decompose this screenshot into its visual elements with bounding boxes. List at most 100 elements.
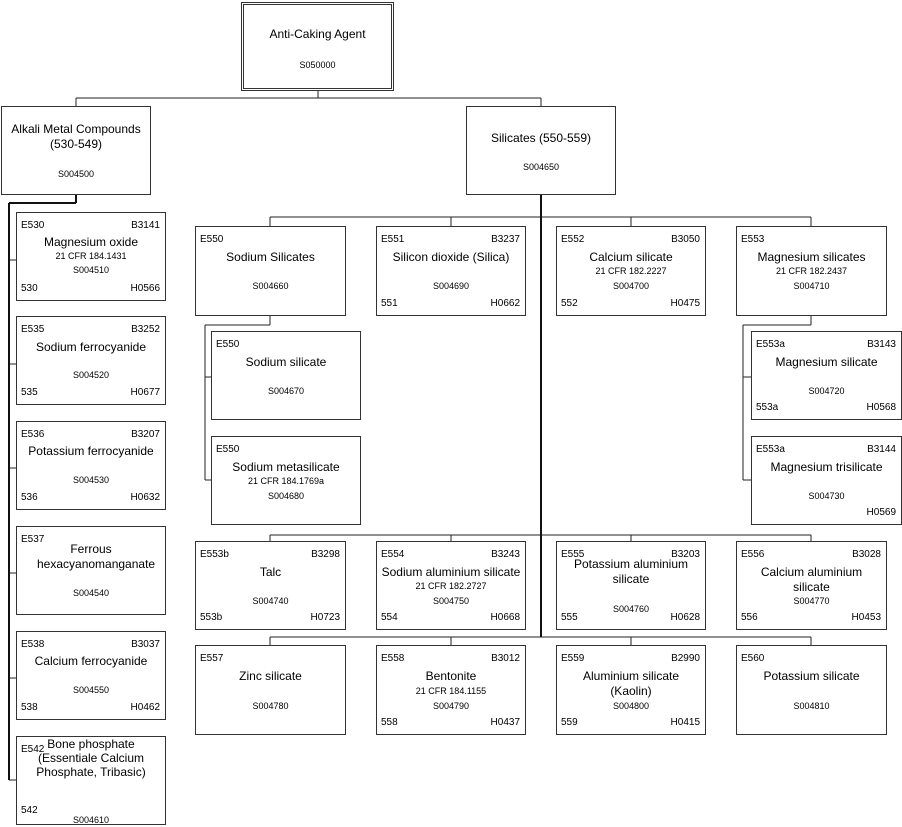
ins-number: 552 <box>561 298 578 309</box>
node-name: Silicates (550-559) <box>490 131 592 145</box>
b-code: B3050 <box>671 234 700 245</box>
node-name: Bone phosphate (Essentiale Calcium Phosp… <box>36 737 146 779</box>
node-scode: S004780 <box>252 701 289 711</box>
bone-phosphate-node: E542 Bone phosphate (Essentiale Calcium … <box>16 736 166 825</box>
sodium-silicate-node: E550 Sodium silicate S004670 <box>211 331 361 420</box>
node-name: Magnesium silicate <box>775 355 878 369</box>
b-code: B3298 <box>311 549 340 560</box>
sodium-metasilicate-node: E550 Sodium metasilicate 21 CFR 184.1769… <box>211 436 361 525</box>
calcium-ferrocyanide-node: E538 B3037 Calcium ferrocyanide S004550 … <box>16 631 166 720</box>
node-name: Aluminium silicate (Kaolin) <box>582 669 680 698</box>
node-scode: S004610 <box>72 815 110 825</box>
ins-number: 536 <box>21 492 38 503</box>
node-name: Sodium ferrocyanide <box>35 340 147 354</box>
cfr-reference: 21 CFR 184.1431 <box>55 251 127 261</box>
node-name: Zinc silicate <box>239 669 302 683</box>
node-name: Calcium ferrocyanide <box>34 654 148 668</box>
h-code: H0566 <box>130 283 160 294</box>
calcium-silicate-node: E552 B3050 Calcium silicate 21 CFR 182.2… <box>556 226 706 316</box>
sodium-aluminium-silicate-node: E554 B3243 Sodium aluminium silicate 21 … <box>376 541 526 630</box>
b-code: B3144 <box>867 444 896 455</box>
node-name: Magnesium oxide <box>43 235 139 249</box>
node-scode: S004730 <box>808 491 845 501</box>
magnesium-trisilicate-node: E553a B3144 Magnesium trisilicate S00473… <box>751 436 902 525</box>
e-number: E560 <box>741 653 765 664</box>
e-number: E553a <box>756 444 785 455</box>
ins-number: 553b <box>200 612 223 623</box>
ins-number: 558 <box>381 717 398 728</box>
node-scode: S004680 <box>267 491 305 501</box>
node-scode: S004800 <box>612 701 650 711</box>
e-number: E536 <box>21 429 45 440</box>
node-scode: S004810 <box>793 701 830 711</box>
h-code: H0723 <box>310 612 340 623</box>
node-scode: S004510 <box>72 265 110 275</box>
b-code: B2990 <box>671 653 700 664</box>
node-scode: S004670 <box>267 386 305 396</box>
node-scode: S004700 <box>612 281 650 291</box>
node-name: Magnesium silicates <box>757 250 866 264</box>
e-number: E557 <box>200 653 224 664</box>
e-number: E550 <box>216 339 240 350</box>
potassium-silicate-node: E560 Potassium silicate S004810 <box>736 645 887 735</box>
h-code: H0569 <box>866 507 896 518</box>
e-number: E550 <box>216 444 240 455</box>
node-scode: S004710 <box>793 281 830 291</box>
cfr-reference: 21 CFR 184.1155 <box>415 686 487 696</box>
node-scode: S004760 <box>612 604 650 614</box>
h-code: H0668 <box>490 612 520 623</box>
node-name: Sodium Silicates <box>226 250 315 264</box>
node-scode: S004690 <box>432 281 470 291</box>
e-number: E538 <box>21 639 45 650</box>
b-code: B3237 <box>491 234 520 245</box>
node-scode: S004520 <box>72 370 110 380</box>
node-scode: S004750 <box>432 596 470 606</box>
e-number: E553b <box>200 549 229 560</box>
magnesium-silicates-node: E553 Magnesium silicates 21 CFR 182.2437… <box>736 226 887 316</box>
sodium-silicates-node: E550 Sodium Silicates S004660 <box>195 226 346 316</box>
e-number: E551 <box>381 234 405 245</box>
ferrous-hexacyanomanganate-node: E537 Ferrous hexacyanomanganate S004540 <box>16 526 166 615</box>
h-code: H0437 <box>490 717 520 728</box>
ins-number: 538 <box>21 702 38 713</box>
node-name: Bentonite <box>425 669 477 683</box>
h-code: H0632 <box>130 492 160 503</box>
node-name: Sodium silicate <box>245 355 327 369</box>
e-number: E559 <box>561 653 585 664</box>
sodium-ferrocyanide-node: E535 B3252 Sodium ferrocyanide S004520 5… <box>16 316 166 405</box>
node-name: Magnesium trisilicate <box>770 460 883 474</box>
node-name: Calcium aluminium silicate <box>760 565 863 594</box>
h-code: H0628 <box>670 612 700 623</box>
node-name: Potassium silicate <box>763 669 860 683</box>
ins-number: 554 <box>381 612 398 623</box>
b-code: B3141 <box>131 220 160 231</box>
e-number: E555 <box>561 549 585 560</box>
b-code: B3028 <box>852 549 881 560</box>
calcium-aluminium-silicate-node: E556 B3028 Calcium aluminium silicate S0… <box>736 541 887 630</box>
node-name: Sodium aluminium silicate <box>381 565 521 579</box>
b-code: B3012 <box>491 653 520 664</box>
ins-number: 542 <box>21 805 38 816</box>
e-number: E553 <box>741 234 765 245</box>
e-number: E542 <box>21 744 45 755</box>
magnesium-silicate-node: E553a B3143 Magnesium silicate S004720 5… <box>751 331 902 420</box>
h-code: H0415 <box>670 717 700 728</box>
node-scode: S004790 <box>432 701 470 711</box>
e-number: E553a <box>756 339 785 350</box>
node-name: Sodium metasilicate <box>232 460 340 474</box>
ins-number: 551 <box>381 298 398 309</box>
ins-number: 556 <box>741 612 758 623</box>
node-name: Calcium silicate <box>589 250 673 264</box>
node-name: Alkali Metal Compounds (530-549) <box>11 122 141 151</box>
b-code: B3203 <box>671 549 700 560</box>
bentonite-node: E558 B3012 Bentonite 21 CFR 184.1155 S00… <box>376 645 526 735</box>
node-scode: S050000 <box>299 60 336 70</box>
h-code: H0662 <box>490 298 520 309</box>
node-scode: S004530 <box>72 475 110 485</box>
root-node: Anti-Caking Agent S050000 <box>241 2 394 91</box>
e-number: E554 <box>381 549 405 560</box>
silicates-node: Silicates (550-559) S004650 <box>466 106 616 195</box>
cfr-reference: 21 CFR 182.2437 <box>775 266 848 276</box>
node-name: Potassium aluminium silicate <box>573 557 689 586</box>
